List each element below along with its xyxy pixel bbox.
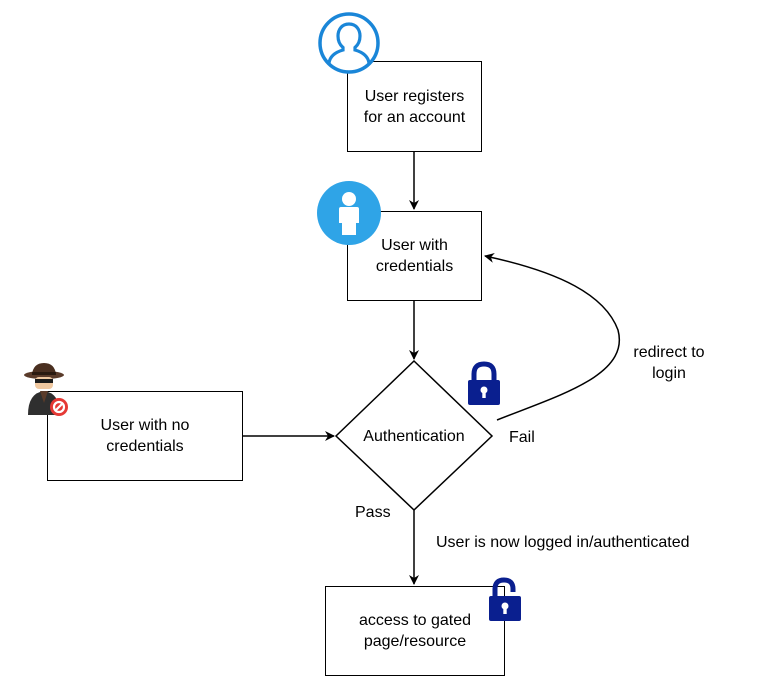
node-credentials-label: User with credentials bbox=[375, 237, 454, 275]
spy-user-blocked-icon bbox=[24, 363, 68, 416]
padlock-open-icon bbox=[489, 577, 521, 621]
edge-fail-redirect bbox=[484, 252, 621, 421]
edge-label-redirect: redirect to login bbox=[633, 344, 705, 382]
user-outline-icon bbox=[318, 12, 380, 74]
node-register-label: User registers for an account bbox=[363, 87, 466, 126]
node-no-credentials-label: User with no credentials bbox=[100, 417, 190, 455]
node-credentials: User with credentials bbox=[347, 211, 482, 301]
node-register: User registers for an account bbox=[347, 61, 482, 152]
node-no-credentials: User with no credentials bbox=[47, 391, 243, 481]
padlock-closed-icon bbox=[468, 361, 500, 405]
edge-label-logged-in: User is now logged in/authenticated bbox=[436, 534, 690, 551]
edge-label-pass: Pass bbox=[355, 504, 391, 521]
node-authentication-label: Authentication bbox=[363, 428, 465, 445]
authentication-diamond-shape bbox=[334, 359, 494, 512]
edge-label-fail: Fail bbox=[509, 429, 535, 446]
node-gated: access to gated page/resource bbox=[325, 586, 505, 676]
user-filled-circle-icon bbox=[317, 181, 381, 245]
node-gated-label: access to gated page/resource bbox=[358, 612, 472, 650]
